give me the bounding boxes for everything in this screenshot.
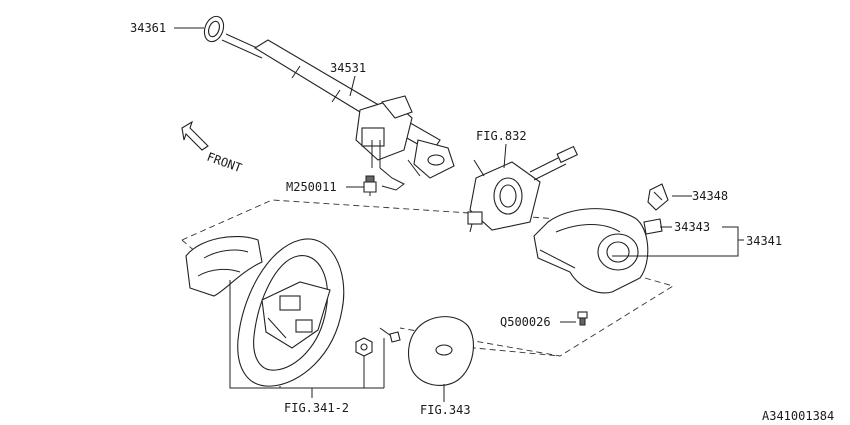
label-34531: 34531 [330, 61, 366, 75]
label-fig832: FIG.832 [476, 129, 527, 143]
label-34341: 34341 [746, 234, 782, 248]
wheel-nut [355, 337, 373, 357]
fig341-2-steering-wheel [237, 238, 345, 387]
part-m250011-bolt [363, 175, 377, 196]
label-34348: 34348 [692, 189, 728, 203]
label-q500026: Q500026 [500, 315, 551, 329]
label-fig343: FIG.343 [420, 403, 471, 417]
label-m250011: M250011 [286, 180, 337, 194]
label-reference-code: A341001384 [762, 409, 834, 423]
part-34348-clip [647, 183, 669, 211]
part-34343-pad [643, 218, 663, 235]
lower-trim-cover [185, 235, 263, 297]
wheel-bolt [379, 327, 401, 343]
part-34361-seal-ring [203, 15, 225, 43]
label-34361: 34361 [130, 21, 166, 35]
part-q500026-screw [577, 311, 588, 326]
fig832-combination-switch [467, 145, 579, 233]
label-fig341-2: FIG.341-2 [284, 401, 349, 415]
front-direction-arrow-icon [181, 120, 209, 151]
label-front: FRONT [205, 150, 244, 176]
label-34343: 34343 [674, 220, 710, 234]
part-34531-steering-column [221, 33, 455, 191]
part-34341-column-cover [533, 208, 649, 294]
leader-lines [174, 27, 744, 402]
fig343-airbag-module [407, 316, 474, 386]
